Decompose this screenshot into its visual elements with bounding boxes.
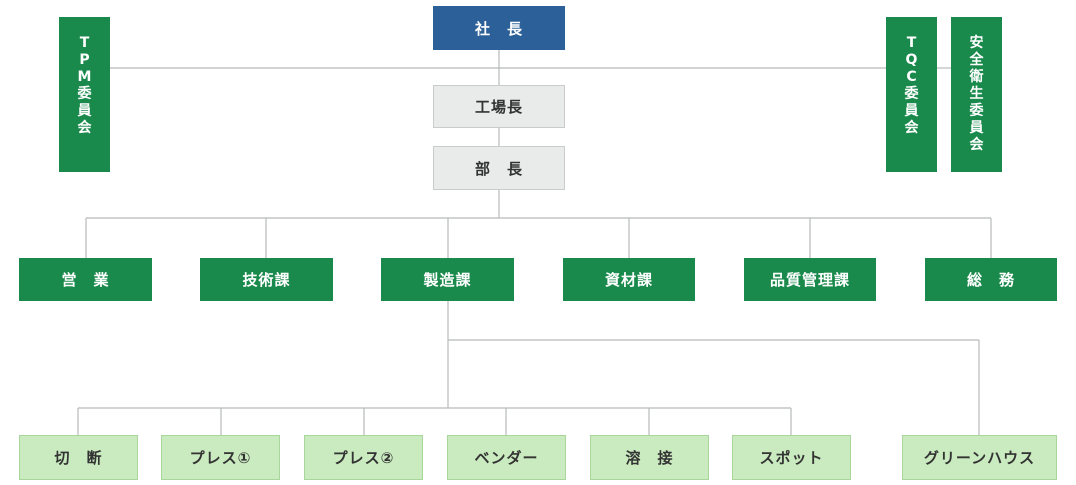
- tpm-committee-label: TPM委員会: [77, 35, 92, 136]
- tqc-committee-label: TQC委員会: [904, 35, 919, 136]
- dept-sales: 営 業: [19, 258, 152, 301]
- plant-manager-box: 工場長: [433, 85, 565, 128]
- dept-quality-control: 品質管理課: [744, 258, 876, 301]
- dept-engineering: 技術課: [200, 258, 333, 301]
- section-press-2: プレス②: [304, 435, 423, 480]
- dept-materials: 資材課: [563, 258, 695, 301]
- section-greenhouse: グリーンハウス: [902, 435, 1057, 480]
- president-box: 社 長: [433, 6, 565, 50]
- tpm-committee-box: TPM委員会: [59, 17, 110, 172]
- section-press-1: プレス①: [161, 435, 280, 480]
- tqc-committee-box: TQC委員会: [886, 17, 937, 172]
- section-welding: 溶 接: [590, 435, 709, 480]
- division-manager-box: 部 長: [433, 146, 565, 190]
- safety-committee-box: 安全衛生委員会: [951, 17, 1002, 172]
- section-bender: ベンダー: [447, 435, 566, 480]
- dept-manufacturing: 製造課: [381, 258, 514, 301]
- safety-committee-label: 安全衛生委員会: [969, 35, 984, 153]
- dept-general-affairs: 総 務: [925, 258, 1057, 301]
- section-cutting: 切 断: [19, 435, 138, 480]
- section-spot: スポット: [732, 435, 851, 480]
